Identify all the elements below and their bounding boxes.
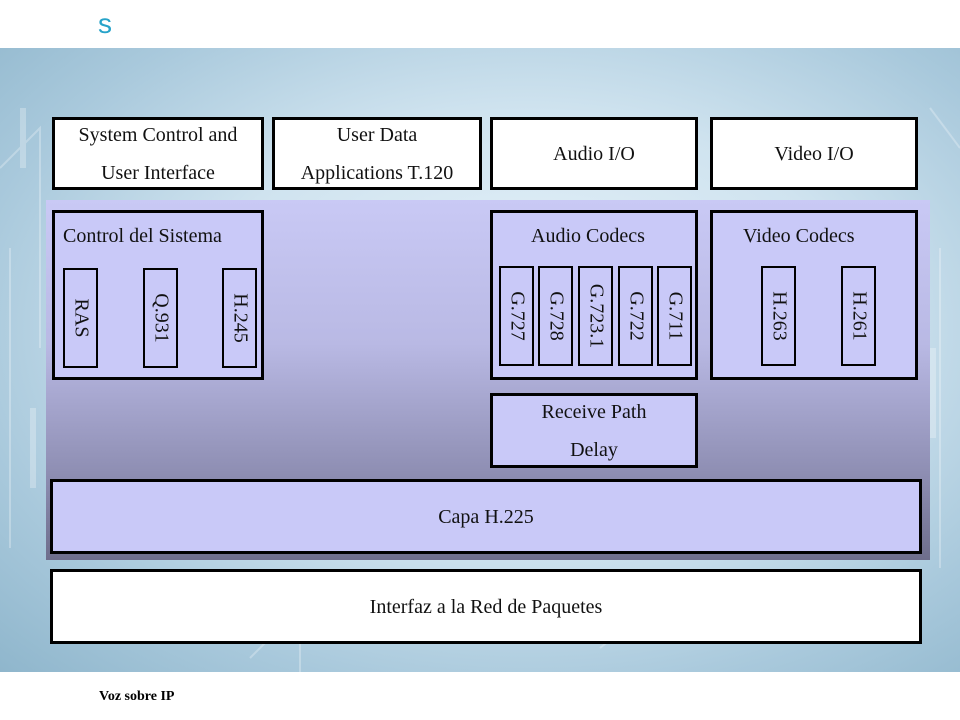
receive-path-line-1: Receive Path (541, 400, 647, 423)
audio-io-label: Audio I/O (553, 142, 635, 165)
system-control-box: System Control and User Interface (52, 117, 264, 190)
video-io-label: Video I/O (774, 142, 854, 165)
control-item-q931-label: Q.931 (150, 293, 172, 343)
user-data-line-1: User Data (336, 123, 418, 146)
video-codec-h261: H.261 (841, 266, 876, 366)
video-codec-h263: H.263 (761, 266, 796, 366)
h225-layer-label: Capa H.225 (438, 505, 534, 528)
audio-codec-g722-label: G.722 (625, 291, 647, 341)
audio-codec-g728-label: G.728 (545, 291, 567, 341)
control-item-h245-label: H.245 (229, 293, 251, 343)
footer-text: Voz sobre IP (99, 689, 175, 704)
receive-path-line-2: Delay (570, 438, 618, 461)
control-item-ras-label: RAS (70, 298, 92, 338)
audio-io-box: Audio I/O (490, 117, 698, 190)
video-codecs-title: Video Codecs (743, 225, 855, 247)
video-io-box: Video I/O (710, 117, 918, 190)
video-codec-h261-label: H.261 (848, 291, 870, 341)
control-item-h245: H.245 (222, 268, 257, 368)
audio-codec-g711: G.711 (657, 266, 692, 366)
receive-path-delay-box: Receive Path Delay (490, 393, 698, 468)
audio-codecs-title: Audio Codecs (531, 225, 645, 247)
audio-codec-g728: G.728 (538, 266, 573, 366)
audio-codec-g711-label: G.711 (664, 291, 686, 341)
network-interface-box: Interfaz a la Red de Paquetes (50, 569, 922, 644)
audio-codec-g7231: G.723.1 (578, 266, 613, 366)
control-item-ras: RAS (63, 268, 98, 368)
audio-codec-g727: G.727 (499, 266, 534, 366)
system-control-line-2: User Interface (101, 161, 215, 184)
audio-codec-g722: G.722 (618, 266, 653, 366)
user-data-line-2: Applications T.120 (300, 161, 454, 184)
video-codec-h263-label: H.263 (768, 291, 790, 341)
control-panel-title: Control del Sistema (63, 225, 222, 247)
audio-codec-g7231-label: G.723.1 (585, 283, 607, 349)
header-letter: s (98, 8, 112, 39)
system-control-line-1: System Control and (78, 123, 238, 146)
video-codecs-panel: Video Codecs H.263 H.261 (710, 210, 918, 380)
background-decoration (0, 107, 960, 672)
h225-layer-box: Capa H.225 (50, 479, 922, 554)
control-panel: Control del Sistema RAS Q.931 H.245 (52, 210, 264, 380)
user-data-box: User Data Applications T.120 (272, 117, 482, 190)
audio-codecs-panel: Audio Codecs G.727 G.728 G.723.1 G.722 G… (490, 210, 698, 380)
control-item-q931: Q.931 (143, 268, 178, 368)
audio-codec-g727-label: G.727 (506, 291, 528, 341)
network-interface-label: Interfaz a la Red de Paquetes (369, 595, 603, 618)
